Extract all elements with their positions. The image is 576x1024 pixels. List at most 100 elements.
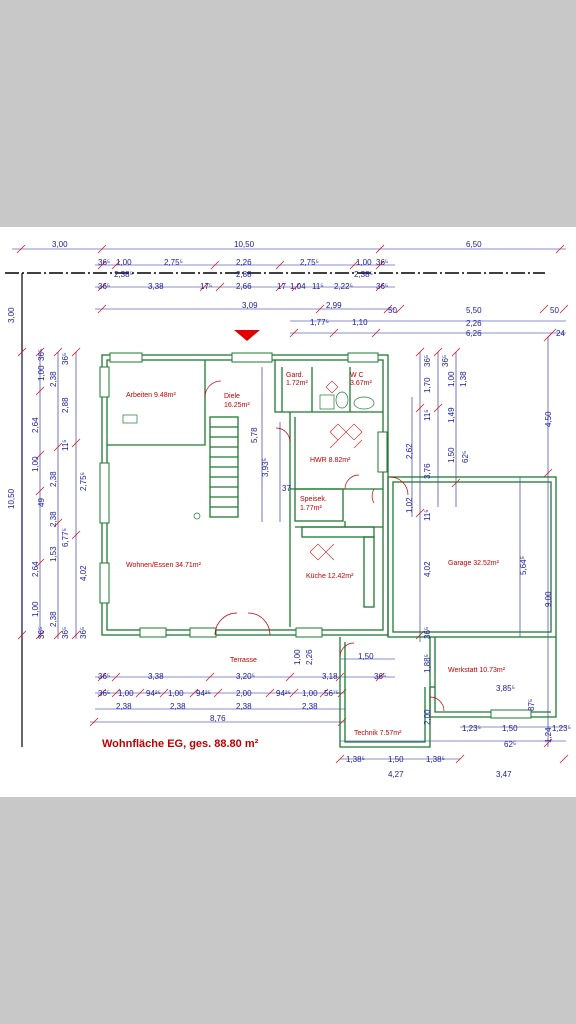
- dimension-label: 1,00: [302, 689, 318, 698]
- dimension-label: 94²⁵: [196, 689, 211, 698]
- dimension-label: 2,99: [326, 301, 342, 310]
- dimension-label: 10,50: [234, 240, 255, 249]
- dimension-label: 49: [37, 498, 46, 507]
- dimension-label: 56⁷⁵: [324, 689, 339, 698]
- room-label: Garage 32.52m²: [448, 560, 500, 567]
- dimension-label: 1,24: [544, 727, 553, 743]
- dimension-label: 5,64⁵: [519, 556, 528, 575]
- dimension-label: 37: [282, 484, 291, 493]
- entrance-marker-icon: [234, 330, 260, 341]
- sanitary-fixtures: [122, 391, 375, 520]
- dimension-label: 3,00: [52, 240, 68, 249]
- left-dimension-lines: [21, 352, 281, 639]
- dimension-label: 10,50: [7, 488, 16, 509]
- dimension-label: 1,50: [502, 724, 518, 733]
- dimension-label: 1,00: [118, 689, 134, 698]
- room-label: Diele: [224, 393, 240, 400]
- dimension-label: 11⁵: [423, 409, 432, 421]
- dimension-label: 1,49: [447, 407, 456, 423]
- dimension-label: 1,38⁵: [346, 755, 365, 764]
- dimension-label: 1,04: [290, 282, 306, 291]
- floor-area-summary: Wohnfläche EG, ges. 88.80 m²: [102, 738, 259, 750]
- top-dimension-lines: [12, 248, 566, 334]
- dimension-label: 2,88: [61, 397, 70, 413]
- dimension-label: 1,50: [447, 447, 456, 463]
- dimension-label: 17⁵: [200, 282, 212, 291]
- room-label: W C: [350, 372, 364, 379]
- dimension-label: 36⁵: [61, 627, 70, 639]
- right-dimension-lines: [411, 337, 549, 747]
- dimension-label: 2,38: [302, 702, 318, 711]
- dimension-label: 6,77⁵: [61, 528, 70, 547]
- dimension-label: 1,00: [293, 649, 302, 665]
- dimension-label: 1,00: [116, 258, 132, 267]
- dimension-label: 2,62: [405, 443, 414, 459]
- dimension-label: 1,00: [356, 258, 372, 267]
- dimension-label: 87⁵: [527, 699, 536, 711]
- dimension-label: 1,00: [31, 601, 40, 617]
- doors: [204, 380, 445, 712]
- dimension-label: 2,38: [116, 702, 132, 711]
- dimension-label: 50: [388, 306, 397, 315]
- dimension-label: 36⁵: [98, 282, 110, 291]
- dimension-label: 36⁵: [79, 627, 88, 639]
- dimension-label: 2,26: [305, 649, 314, 665]
- dimension-label: 4,27: [388, 770, 404, 779]
- dimension-label: 2,75⁵: [300, 258, 319, 267]
- dimension-label: 50: [550, 306, 559, 315]
- room-label: Speisek.: [300, 496, 327, 503]
- dimension-label: 2,88: [236, 270, 252, 279]
- dimension-label: 1,38⁵: [426, 755, 445, 764]
- floor-plan-sheet: Arbeiten 9.48m² Diele 16.25m² Gard. 1.72…: [0, 227, 576, 797]
- dimension-label: 1,02: [405, 497, 414, 513]
- dimension-label: 4,50: [544, 411, 553, 427]
- dimension-label: 1,00: [168, 689, 184, 698]
- dimension-label: 11⁵: [423, 509, 432, 521]
- dimension-label: 11⁵: [312, 282, 324, 291]
- dimension-label: 62⁵: [504, 740, 516, 749]
- room-area: 3.67m²: [350, 380, 372, 387]
- dimension-label: 94²⁵: [276, 689, 291, 698]
- dimension-label: 3,00: [7, 307, 16, 323]
- dimension-label: 3,47: [496, 770, 512, 779]
- dimension-label: 2,38: [170, 702, 186, 711]
- terrace-label: Terrasse: [230, 657, 257, 664]
- dimension-label: 1,53: [49, 546, 58, 562]
- dimension-label: 3,76: [423, 463, 432, 479]
- dimension-label: 1,23⁵: [462, 724, 481, 733]
- dimension-label: 5,50: [466, 306, 482, 315]
- dimension-label: 11⁵: [61, 439, 70, 451]
- dimension-label: 1,38: [459, 371, 468, 387]
- dimension-label: 36⁵: [98, 258, 110, 267]
- dimension-label: 36⁵: [423, 627, 432, 639]
- dimension-label: 1,70: [423, 377, 432, 393]
- dimension-label: 2,38: [49, 471, 58, 487]
- dimension-label: 6,26: [466, 329, 482, 338]
- floor-plan-drawing: Arbeiten 9.48m² Diele 16.25m² Gard. 1.72…: [5, 240, 571, 779]
- dimension-label: 36⁵: [61, 353, 70, 365]
- right-dimension-ticks: [415, 332, 553, 748]
- dimension-label: 2,38: [236, 702, 252, 711]
- top-dimensions: 3,00 10,50 6,50 36⁵ 1,00 2,75⁵ 2,26 2,75…: [52, 240, 565, 338]
- left-dimension-ticks: [17, 347, 81, 640]
- dimension-label: 2,00: [423, 709, 432, 725]
- dimension-label: 9,00: [544, 591, 553, 607]
- dimension-label: 8,76: [210, 714, 226, 723]
- dimension-label: 36⁵: [441, 355, 450, 367]
- dimension-ticks: [16, 244, 569, 338]
- hatch-areas: [309, 380, 363, 561]
- dimension-label: 36⁵: [98, 689, 110, 698]
- dimension-label: 3,85⁵: [496, 684, 515, 693]
- dimension-label: 2,38: [49, 371, 58, 387]
- room-area: 1.77m²: [300, 505, 322, 512]
- dimension-label: 2,38⁵: [114, 270, 133, 279]
- dimension-label: 1,23⁵: [552, 724, 571, 733]
- dimension-label: 2,64: [31, 561, 40, 577]
- dimension-label: 2,66: [236, 282, 252, 291]
- bottom-dimension-ticks: [89, 672, 569, 764]
- dimension-label: 4,02: [423, 561, 432, 577]
- dimension-label: 36⁵: [37, 627, 46, 639]
- dimension-label: 5,78: [250, 427, 259, 443]
- dimension-label: 2,64: [31, 417, 40, 433]
- dimension-label: 17: [277, 282, 286, 291]
